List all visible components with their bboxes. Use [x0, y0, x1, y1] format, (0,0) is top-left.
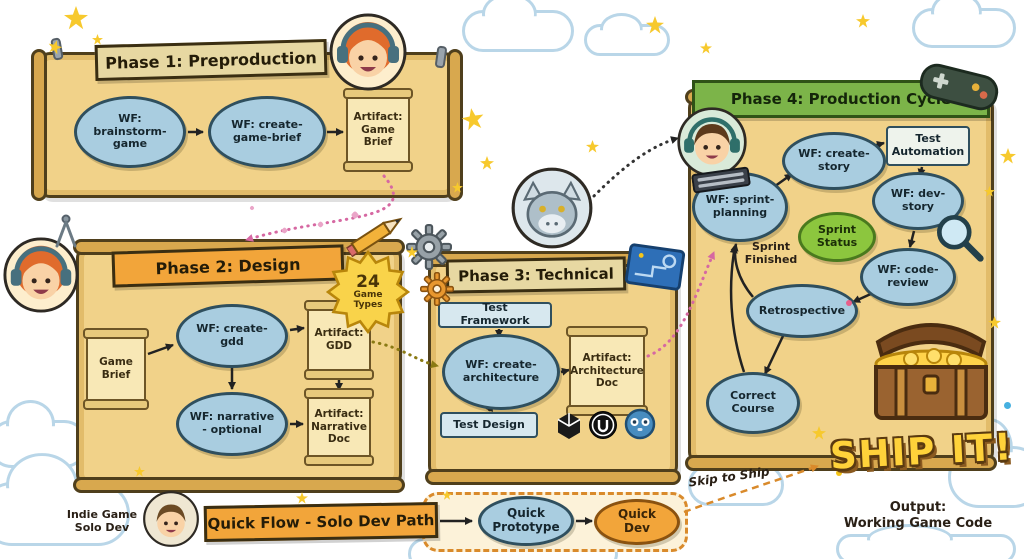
solo-dev-avatar: [142, 490, 200, 548]
phase2-banner: Phase 2: Design: [111, 244, 345, 288]
cloud-icon: [836, 534, 1016, 559]
node-brainstorm-game: WF: brainstorm-game: [74, 96, 186, 168]
star-icon: [984, 186, 995, 197]
scroll-roll: [685, 455, 997, 471]
quick-flow-banner: Quick Flow - Solo Dev Path: [203, 501, 439, 543]
game-controller-icon: [911, 50, 1008, 123]
output-caption: Output: Working Game Code: [828, 500, 1008, 531]
cloud-icon: [912, 8, 1016, 48]
node-artifact-narrative-doc: Artifact: Narrative Doc: [304, 388, 374, 466]
phase4-avatar: [676, 106, 748, 178]
treasure-chest-icon: [856, 312, 1006, 432]
node-game-brief: Game Brief: [83, 328, 149, 410]
phase1-avatar: [328, 12, 408, 92]
phase2-avatar: [2, 236, 80, 314]
drafting-compass-icon: [52, 214, 80, 248]
magnifying-glass-icon: [930, 208, 986, 264]
node-correct-course: Correct Course: [706, 372, 800, 434]
phase3-banner: Phase 3: Technical: [445, 256, 627, 294]
black-dotted-arrow: [592, 136, 680, 198]
confetti-icon: [846, 300, 852, 306]
star-icon: [442, 490, 452, 500]
node-quick-dev: Quick Dev: [594, 499, 680, 545]
pencil-icon: [344, 210, 407, 260]
star-icon: [92, 34, 103, 45]
skip-to-ship-arrow: [683, 464, 819, 514]
unity-engine-icon: [556, 412, 582, 440]
node-artifact-architecture-doc: Artifact: Architecture Doc: [566, 326, 648, 416]
star-icon: [296, 492, 308, 504]
keyboard-icon: [691, 166, 751, 194]
phase1-banner: Phase 1: Preproduction: [94, 38, 328, 82]
cloud-icon: [462, 10, 574, 52]
scroll-roll: [31, 49, 47, 201]
node-code-review: WF: code-review: [860, 248, 956, 306]
node-retrospective: Retrospective: [746, 284, 858, 338]
confetti-icon: [836, 470, 842, 476]
badge-text: 24 Game Types: [345, 271, 391, 311]
node-artifact-game-brief: Artifact: Game Brief: [343, 88, 413, 172]
star-icon: [406, 246, 418, 258]
node-test-automation: Test Automation: [886, 126, 970, 166]
solid-arrows: [147, 128, 926, 525]
node-quick-prototype: Quick Prototype: [478, 496, 574, 546]
gear-icon: [406, 224, 452, 270]
unreal-engine-icon: [588, 410, 618, 440]
node-test-framework: Test Framework: [438, 302, 552, 328]
star-icon: [452, 182, 463, 193]
node-create-architecture: WF: create-architecture: [442, 334, 560, 410]
gear-orange-icon: [420, 272, 454, 306]
badge-count: 24: [356, 271, 380, 292]
confetti-icon: [1004, 402, 1011, 409]
blueprint-icon: [623, 242, 686, 292]
star-icon: [134, 466, 145, 477]
phase3-dragon-avatar: [510, 166, 594, 250]
output-caption-line1: Output:: [889, 500, 947, 515]
node-create-gdd: WF: create-gdd: [176, 304, 288, 368]
node-test-design: Test Design: [440, 412, 538, 438]
game-types-badge: 24 Game Types: [326, 250, 410, 334]
star-icon: [700, 42, 712, 54]
badge-label: Game Types: [353, 290, 383, 310]
solo-dev-label: Indie Game Solo Dev: [66, 508, 138, 535]
output-caption-line2: Working Game Code: [843, 515, 993, 531]
olive-dotted-arrow: [371, 340, 440, 369]
scroll-roll: [73, 477, 405, 493]
scroll-roll: [425, 469, 681, 485]
sprint-finished-label: Sprint Finished: [744, 240, 798, 267]
pink-dotted-arrows: [244, 174, 716, 358]
node-narrative-optional: WF: narrative - optional: [176, 392, 288, 456]
scroll-roll: [447, 49, 463, 201]
godot-engine-icon: [624, 408, 656, 440]
node-create-story: WF: create-story: [782, 132, 886, 190]
node-create-game-brief: WF: create-game-brief: [208, 96, 326, 168]
node-sprint-status: Sprint Status: [798, 212, 876, 262]
